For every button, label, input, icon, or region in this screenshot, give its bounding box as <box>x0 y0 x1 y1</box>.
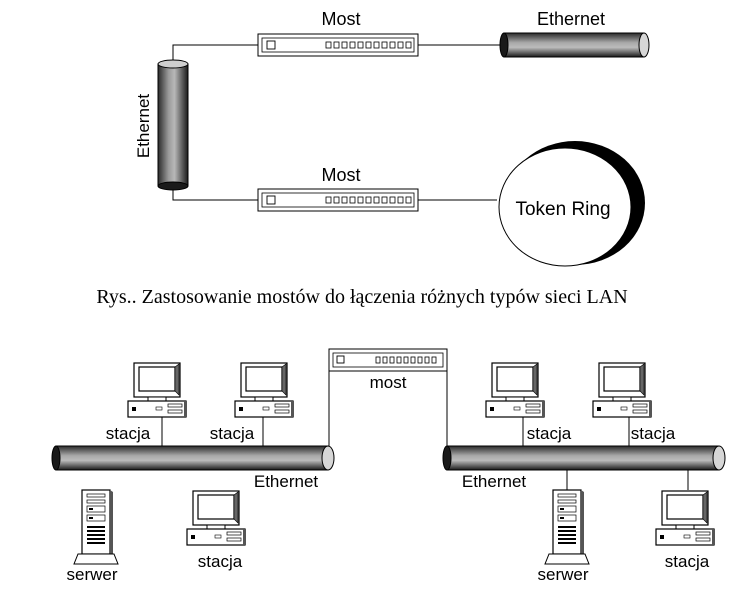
left-station-1 <box>127 362 188 418</box>
top-diagram: Ethernet Most Most Ethernet Token Ring <box>134 9 650 267</box>
token-ring <box>498 141 645 267</box>
left-server-label: serwer <box>66 565 117 584</box>
right-ethernet-cylinder <box>442 445 726 471</box>
right-station-1-label: stacja <box>527 424 572 443</box>
right-station-3 <box>655 490 716 546</box>
right-station-3-label: stacja <box>665 552 710 571</box>
left-station-2-label: stacja <box>210 424 255 443</box>
left-server <box>73 489 119 565</box>
bridge-most-label: most <box>370 373 407 392</box>
left-ethernet-label: Ethernet <box>254 472 319 491</box>
left-station-2 <box>234 362 295 418</box>
bridge-bottom <box>257 188 419 212</box>
left-ethernet-cylinder <box>51 445 335 471</box>
right-ethernet-label: Ethernet <box>462 472 527 491</box>
figure-caption: Rys.. Zastosowanie mostów do łączenia ró… <box>96 286 627 308</box>
bridge-most <box>328 348 448 372</box>
right-segment: Ethernet stacja stacja serwer stacja <box>442 362 726 584</box>
left-station-3-label: stacja <box>198 552 243 571</box>
bridge-top <box>257 33 419 57</box>
bottom-diagram: most Ethernet stacja stacja <box>51 348 726 584</box>
ethernet-right-cylinder <box>499 32 650 58</box>
ethernet-left-cylinder <box>157 59 189 191</box>
right-station-2 <box>592 362 653 418</box>
token-ring-label: Token Ring <box>515 199 610 220</box>
ethernet-left-label: Ethernet <box>134 94 153 159</box>
right-server <box>544 489 590 565</box>
bridge-top-label: Most <box>321 9 360 29</box>
top-links <box>172 44 503 201</box>
left-station-3 <box>186 490 247 546</box>
right-station-1 <box>485 362 546 418</box>
left-segment: Ethernet stacja stacja serwer stacja <box>51 362 335 584</box>
bridge-links <box>328 360 448 446</box>
bridge-bottom-label: Most <box>321 165 360 185</box>
ethernet-right-label: Ethernet <box>537 9 605 29</box>
right-server-label: serwer <box>537 565 588 584</box>
left-station-1-label: stacja <box>106 424 151 443</box>
right-station-2-label: stacja <box>631 424 676 443</box>
